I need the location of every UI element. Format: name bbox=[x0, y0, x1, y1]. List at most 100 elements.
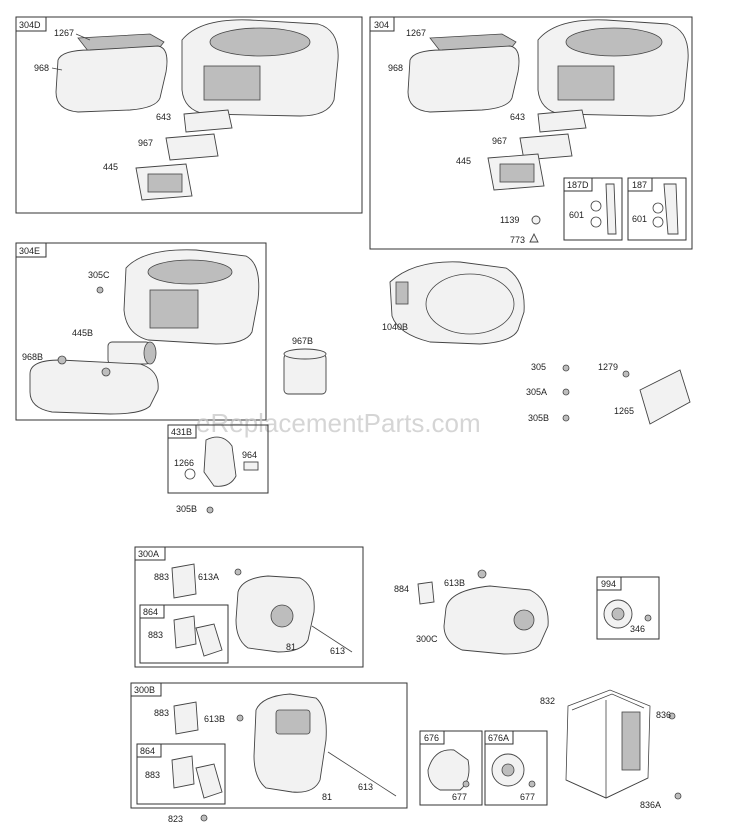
air-cleaner-cover-part bbox=[407, 45, 520, 113]
muffler-outlet bbox=[270, 604, 294, 628]
shroud-opening bbox=[425, 273, 515, 335]
screw-305A-part bbox=[562, 388, 570, 396]
label-81: 81 bbox=[322, 792, 332, 802]
bolt-613-part bbox=[327, 751, 397, 797]
filter-445-core bbox=[147, 173, 183, 193]
clamp-601-part bbox=[590, 200, 602, 212]
label-883: 883 bbox=[148, 630, 163, 640]
filter-967B-part bbox=[283, 353, 327, 395]
gasket-883-part bbox=[171, 755, 195, 789]
group-304D: 304D 1267 968 643 967 445 bbox=[15, 16, 363, 214]
group-tag-300B: 300B bbox=[134, 685, 155, 695]
label-836: 836 bbox=[656, 710, 671, 720]
label-613: 613 bbox=[330, 646, 345, 656]
muffler-outlet bbox=[513, 609, 535, 631]
label-883: 883 bbox=[145, 770, 160, 780]
label-305B: 305B bbox=[176, 504, 197, 514]
adapter-864-part bbox=[195, 763, 223, 799]
filter-967B-top bbox=[283, 348, 327, 360]
muffler-300C-part bbox=[443, 585, 549, 655]
group-431B: 431B 1266 964 bbox=[167, 424, 269, 494]
muffler-300C-group: 884 613B 300C bbox=[394, 569, 549, 655]
group-tag-300A: 300A bbox=[138, 549, 159, 559]
tube-187-part bbox=[663, 183, 679, 235]
muffler-screen bbox=[275, 709, 311, 735]
screw-836A-part bbox=[674, 792, 682, 800]
screw-305-part bbox=[562, 364, 570, 372]
screw-836-part bbox=[668, 712, 676, 720]
group-994: 994 346 bbox=[596, 576, 660, 640]
label-884: 884 bbox=[394, 584, 409, 594]
label-964: 964 bbox=[242, 450, 257, 460]
label-677: 677 bbox=[520, 792, 535, 802]
label-1279: 1279 bbox=[598, 362, 618, 372]
filter-445-core bbox=[499, 163, 535, 183]
label-613B: 613B bbox=[204, 714, 225, 724]
screw-823-part bbox=[200, 814, 208, 822]
screw-677-part bbox=[528, 780, 536, 788]
label-832: 832 bbox=[540, 696, 555, 706]
group-676A: 676A 677 bbox=[484, 730, 548, 806]
label-643: 643 bbox=[510, 112, 525, 122]
group-304: 304 1267 968 643 967 445 1139 773 187D 6… bbox=[369, 16, 693, 250]
watermark: eReplacementParts.com bbox=[196, 408, 481, 438]
filter-643-part bbox=[537, 109, 587, 133]
bracket-884-part bbox=[417, 581, 435, 605]
label-305: 305 bbox=[531, 362, 546, 372]
label-1139: 1139 bbox=[500, 215, 519, 225]
cover-968B-part bbox=[29, 359, 159, 415]
screw-613B-part bbox=[477, 569, 487, 579]
group-tag-676: 676 bbox=[424, 733, 439, 743]
group-300A: 300A 883 613A 81 613 864 883 bbox=[134, 546, 364, 668]
fasteners-group: 305 305A 305B 1279 1265 bbox=[526, 362, 691, 425]
shroud-vent bbox=[395, 281, 409, 305]
housing-panel bbox=[149, 289, 199, 329]
deflector-676-part bbox=[427, 749, 470, 791]
shroud-1040B-part bbox=[389, 261, 525, 345]
label-883: 883 bbox=[154, 708, 169, 718]
deflector-center bbox=[611, 607, 625, 621]
label-967B: 967B bbox=[292, 336, 313, 346]
screw-613B-part bbox=[236, 714, 244, 722]
label-967: 967 bbox=[492, 136, 507, 146]
group-tag-864: 864 bbox=[140, 746, 155, 756]
label-1265: 1265 bbox=[614, 406, 634, 416]
label-773: 773 bbox=[510, 235, 525, 245]
label-613: 613 bbox=[358, 782, 373, 792]
housing-panel bbox=[203, 65, 261, 101]
filter-643-part bbox=[183, 109, 233, 133]
label-305A: 305A bbox=[526, 387, 547, 397]
tube-187D-part bbox=[605, 183, 617, 235]
label-81: 81 bbox=[286, 642, 296, 652]
label-613A: 613A bbox=[198, 572, 219, 582]
shroud-1040B-group: 1040B bbox=[382, 261, 525, 345]
screw-305C-part bbox=[96, 286, 104, 294]
clamp-601-part bbox=[652, 202, 664, 214]
filter-967B-group: 967B bbox=[283, 336, 327, 395]
label-346: 346 bbox=[630, 624, 645, 634]
group-tag-187: 187 bbox=[632, 180, 647, 190]
label-305B: 305B bbox=[528, 413, 549, 423]
gasket-883-part bbox=[173, 615, 197, 649]
filter-967-part bbox=[165, 133, 219, 161]
label-967: 967 bbox=[138, 138, 153, 148]
label-305C: 305C bbox=[88, 270, 110, 280]
group-tag-676A: 676A bbox=[488, 733, 509, 743]
group-tag-864: 864 bbox=[143, 607, 158, 617]
label-1266: 1266 bbox=[174, 458, 194, 468]
label-445: 445 bbox=[456, 156, 471, 166]
label-823: 823 bbox=[168, 814, 183, 824]
screw-305B-part bbox=[562, 414, 570, 422]
bolt-613-part bbox=[311, 625, 353, 653]
nut-773-part bbox=[529, 232, 539, 243]
label-1267: 1267 bbox=[406, 28, 426, 38]
gasket-1266-part bbox=[184, 468, 196, 480]
cover-968B-knob bbox=[57, 355, 67, 365]
air-cleaner-cover-part bbox=[55, 45, 168, 113]
label-300C: 300C bbox=[416, 634, 438, 644]
label-836A: 836A bbox=[640, 800, 661, 810]
label-968: 968 bbox=[34, 63, 49, 73]
screw-346-part bbox=[644, 614, 652, 622]
screw-1279-part bbox=[622, 370, 630, 378]
